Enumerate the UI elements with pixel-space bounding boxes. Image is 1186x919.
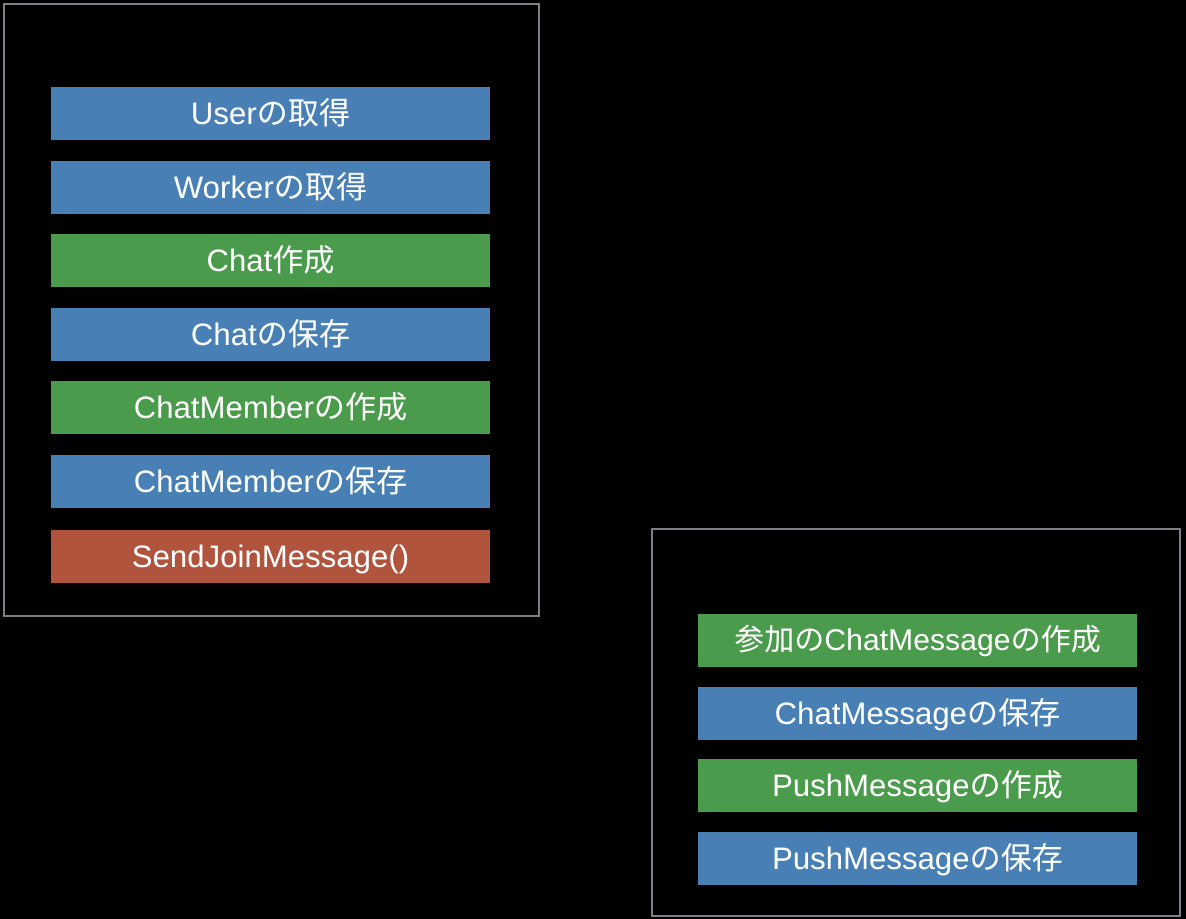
step-bar-label: Workerの取得	[173, 170, 368, 205]
step-bar-label: ChatMemberの保存	[133, 464, 408, 499]
step-bar-pushmessage-save[interactable]: PushMessageの保存	[698, 832, 1137, 885]
step-bar-chat-save[interactable]: Chatの保存	[51, 308, 490, 361]
step-bar-worker-fetch[interactable]: Workerの取得	[51, 161, 490, 214]
step-bar-chat-create[interactable]: Chat作成	[51, 234, 490, 287]
step-bar-label: Chatの保存	[190, 317, 351, 352]
group-box-join-chat	[3, 3, 540, 617]
step-bar-chatmessage-save[interactable]: ChatMessageの保存	[698, 687, 1137, 740]
step-bar-join-chatmessage-create[interactable]: 参加のChatMessageの作成	[698, 614, 1137, 667]
step-bar-label: PushMessageの保存	[772, 841, 1063, 876]
step-bar-label: SendJoinMessage()	[131, 539, 410, 574]
step-bar-user-fetch[interactable]: Userの取得	[51, 87, 490, 140]
step-bar-send-join-message[interactable]: SendJoinMessage()	[51, 530, 490, 583]
step-bar-label: Userの取得	[190, 96, 351, 131]
step-bar-label: ChatMessageの保存	[774, 696, 1061, 731]
step-bar-chatmember-save[interactable]: ChatMemberの保存	[51, 455, 490, 508]
step-bar-pushmessage-create[interactable]: PushMessageの作成	[698, 759, 1137, 812]
step-bar-label: PushMessageの作成	[772, 768, 1063, 803]
step-bar-chatmember-create[interactable]: ChatMemberの作成	[51, 381, 490, 434]
group-box-send-join-message	[651, 528, 1181, 917]
step-bar-label: Chat作成	[206, 243, 335, 278]
step-bar-label: 参加のChatMessageの作成	[734, 623, 1101, 657]
step-bar-label: ChatMemberの作成	[133, 390, 408, 425]
